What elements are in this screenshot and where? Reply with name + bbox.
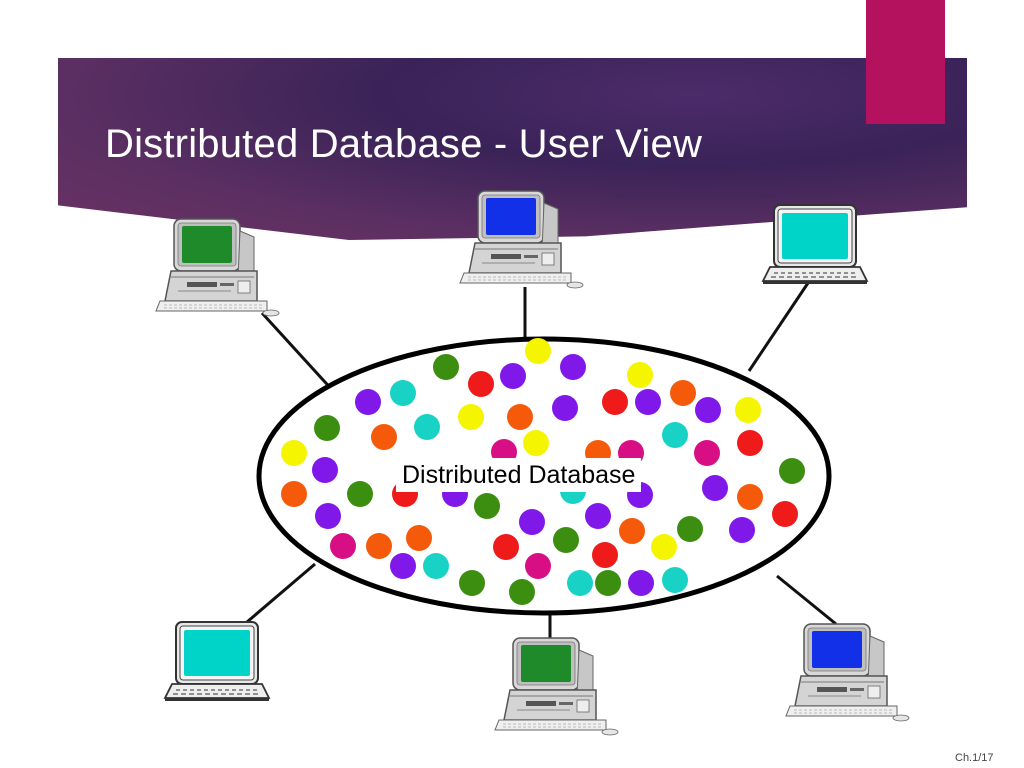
data-dot: [694, 440, 720, 466]
data-dot: [315, 503, 341, 529]
data-dot: [567, 570, 593, 596]
data-dot: [627, 362, 653, 388]
data-dot: [525, 338, 551, 364]
data-dot: [729, 517, 755, 543]
data-dot: [330, 533, 356, 559]
data-dot: [507, 404, 533, 430]
data-dot: [314, 415, 340, 441]
data-dot: [602, 389, 628, 415]
data-dot: [281, 481, 307, 507]
connector-top-right: [749, 283, 808, 371]
data-dot: [737, 430, 763, 456]
data-dot: [474, 493, 500, 519]
computer-top-left: [156, 219, 279, 316]
data-dot: [423, 553, 449, 579]
data-dot: [560, 354, 586, 380]
computer-bottom-left-screen: [184, 630, 250, 676]
computer-top-center: [460, 191, 583, 288]
data-dot: [525, 553, 551, 579]
data-dot: [371, 424, 397, 450]
slide-number: Ch.1/17: [955, 752, 994, 764]
data-dot: [523, 430, 549, 456]
data-dot: [509, 579, 535, 605]
data-dot: [366, 533, 392, 559]
data-dot: [585, 503, 611, 529]
data-dot: [595, 570, 621, 596]
computer-top-center-screen: [486, 198, 536, 235]
data-dot: [390, 380, 416, 406]
data-dot: [735, 397, 761, 423]
data-dot: [458, 404, 484, 430]
data-dot: [459, 570, 485, 596]
computer-bottom-right: [786, 624, 909, 721]
data-dot: [312, 457, 338, 483]
data-dot: [414, 414, 440, 440]
computer-top-right: [763, 205, 867, 284]
data-dot: [552, 395, 578, 421]
data-dot: [677, 516, 703, 542]
data-dot: [433, 354, 459, 380]
computer-bottom-center: [495, 638, 618, 735]
data-dot: [468, 371, 494, 397]
data-dot: [347, 481, 373, 507]
computer-bottom-left: [165, 622, 269, 701]
computer-bottom-right-screen: [812, 631, 862, 668]
connector-bottom-right: [777, 576, 836, 624]
data-dot: [670, 380, 696, 406]
computer-bottom-center-screen: [521, 645, 571, 682]
data-dot: [635, 389, 661, 415]
data-dot: [772, 501, 798, 527]
data-dot: [500, 363, 526, 389]
data-dot: [281, 440, 307, 466]
connector-top-left: [262, 313, 335, 393]
data-dot: [355, 389, 381, 415]
data-dot: [390, 553, 416, 579]
data-dot: [553, 527, 579, 553]
data-dot: [662, 422, 688, 448]
data-dot: [651, 534, 677, 560]
data-dot: [628, 570, 654, 596]
computer-top-left-screen: [182, 226, 232, 263]
data-dot: [519, 509, 545, 535]
computer-top-right-screen: [782, 213, 848, 259]
distributed-database-label: Distributed Database: [396, 458, 641, 492]
data-dot: [592, 542, 618, 568]
data-dot: [702, 475, 728, 501]
data-dot: [619, 518, 645, 544]
data-dot: [662, 567, 688, 593]
data-dot: [737, 484, 763, 510]
connector-bottom-left: [247, 564, 315, 622]
data-dot: [779, 458, 805, 484]
data-dot: [493, 534, 519, 560]
data-dot: [695, 397, 721, 423]
data-dot: [406, 525, 432, 551]
